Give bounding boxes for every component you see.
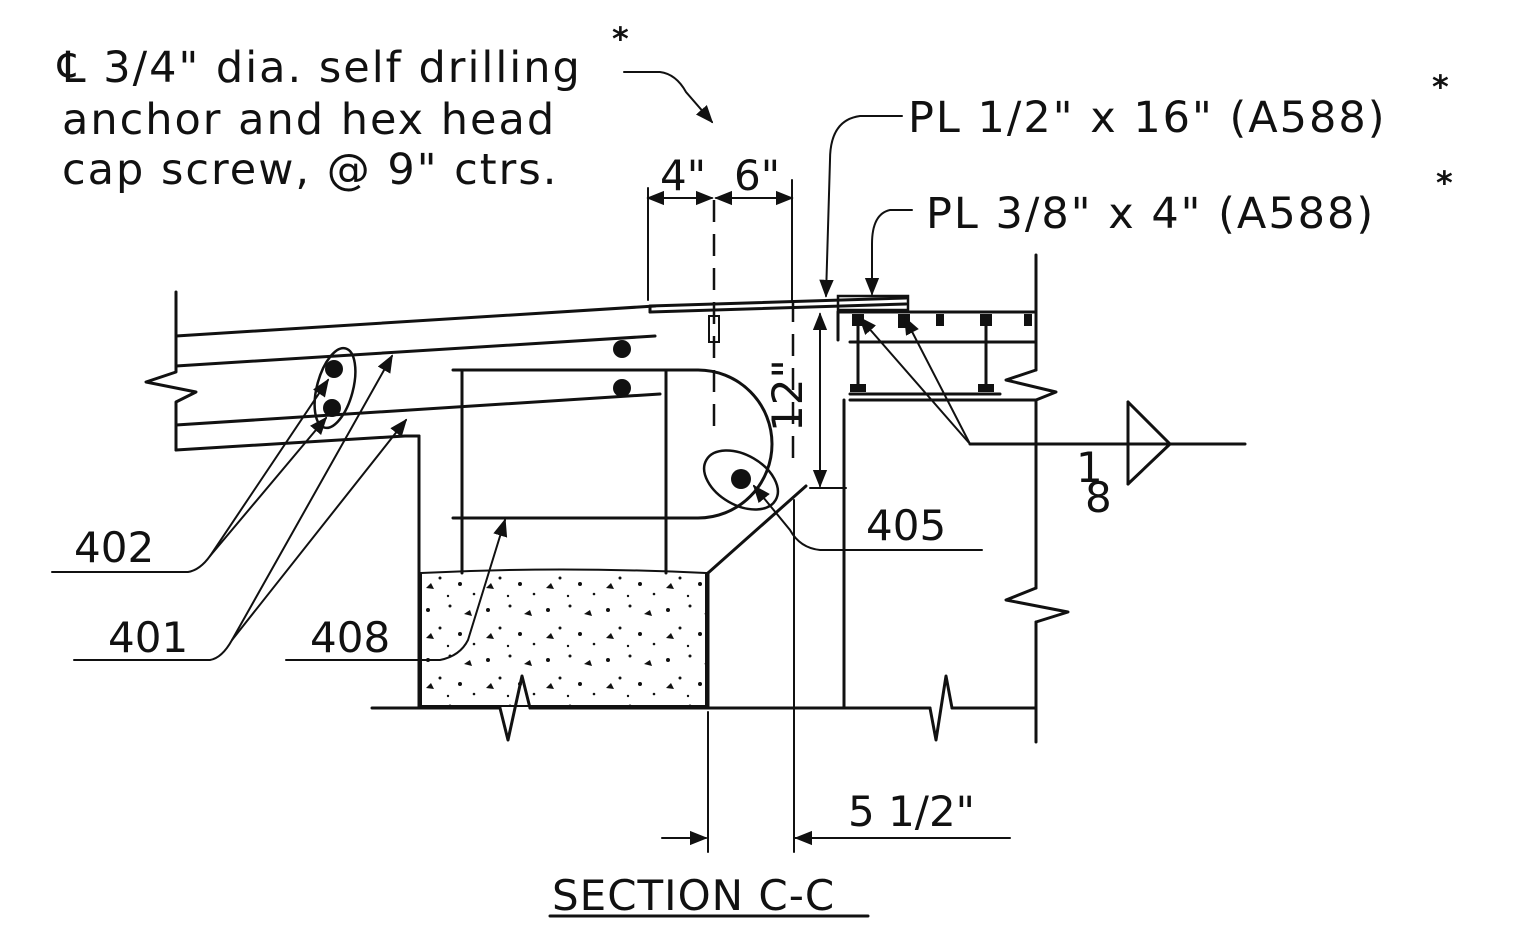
callout-402: 402 — [74, 523, 154, 572]
right-deck — [842, 253, 1070, 744]
abutment-backwall — [403, 434, 808, 710]
callout-405: 405 — [866, 501, 946, 550]
dimension-lines — [646, 179, 1011, 853]
dim-6in: 6" — [734, 151, 780, 200]
deck-slab — [144, 290, 662, 452]
plate-large-label: PL 1/2" x 16" (A588) — [908, 93, 1387, 143]
ground-line — [370, 674, 1038, 742]
anchor-note-asterisk: * — [612, 20, 629, 58]
anchor-centerline — [708, 200, 720, 438]
rebar-dots — [313, 340, 780, 511]
plate-small-asterisk: * — [1436, 164, 1453, 202]
section-title: SECTION C-C — [552, 871, 835, 920]
anchor-note-line1: ℄ 3/4" dia. self drilling — [57, 43, 582, 93]
callout-leaders — [51, 354, 983, 661]
dim-5-half-in: 5 1/2" — [848, 787, 975, 836]
weld-size-top: 1 — [1076, 443, 1103, 492]
plate-large-asterisk: * — [1432, 68, 1449, 106]
anchor-note-line3: cap screw, @ 9" ctrs. — [62, 145, 558, 195]
callout-401: 401 — [108, 613, 188, 662]
hairpin-bar-408 — [451, 368, 774, 575]
plate-small-label: PL 3/8" x 4" (A588) — [926, 189, 1375, 239]
anchor-note-line2: anchor and hex head — [62, 95, 556, 145]
dim-4in: 4" — [660, 151, 706, 200]
steel-plates — [648, 294, 1038, 342]
dim-12in: 12" — [763, 359, 812, 432]
plate-leaders — [623, 71, 913, 298]
weld-symbol — [858, 316, 1247, 486]
concrete-fill — [420, 568, 707, 707]
callout-408: 408 — [310, 613, 390, 662]
weld-size-bottom: 8 — [1085, 473, 1112, 522]
